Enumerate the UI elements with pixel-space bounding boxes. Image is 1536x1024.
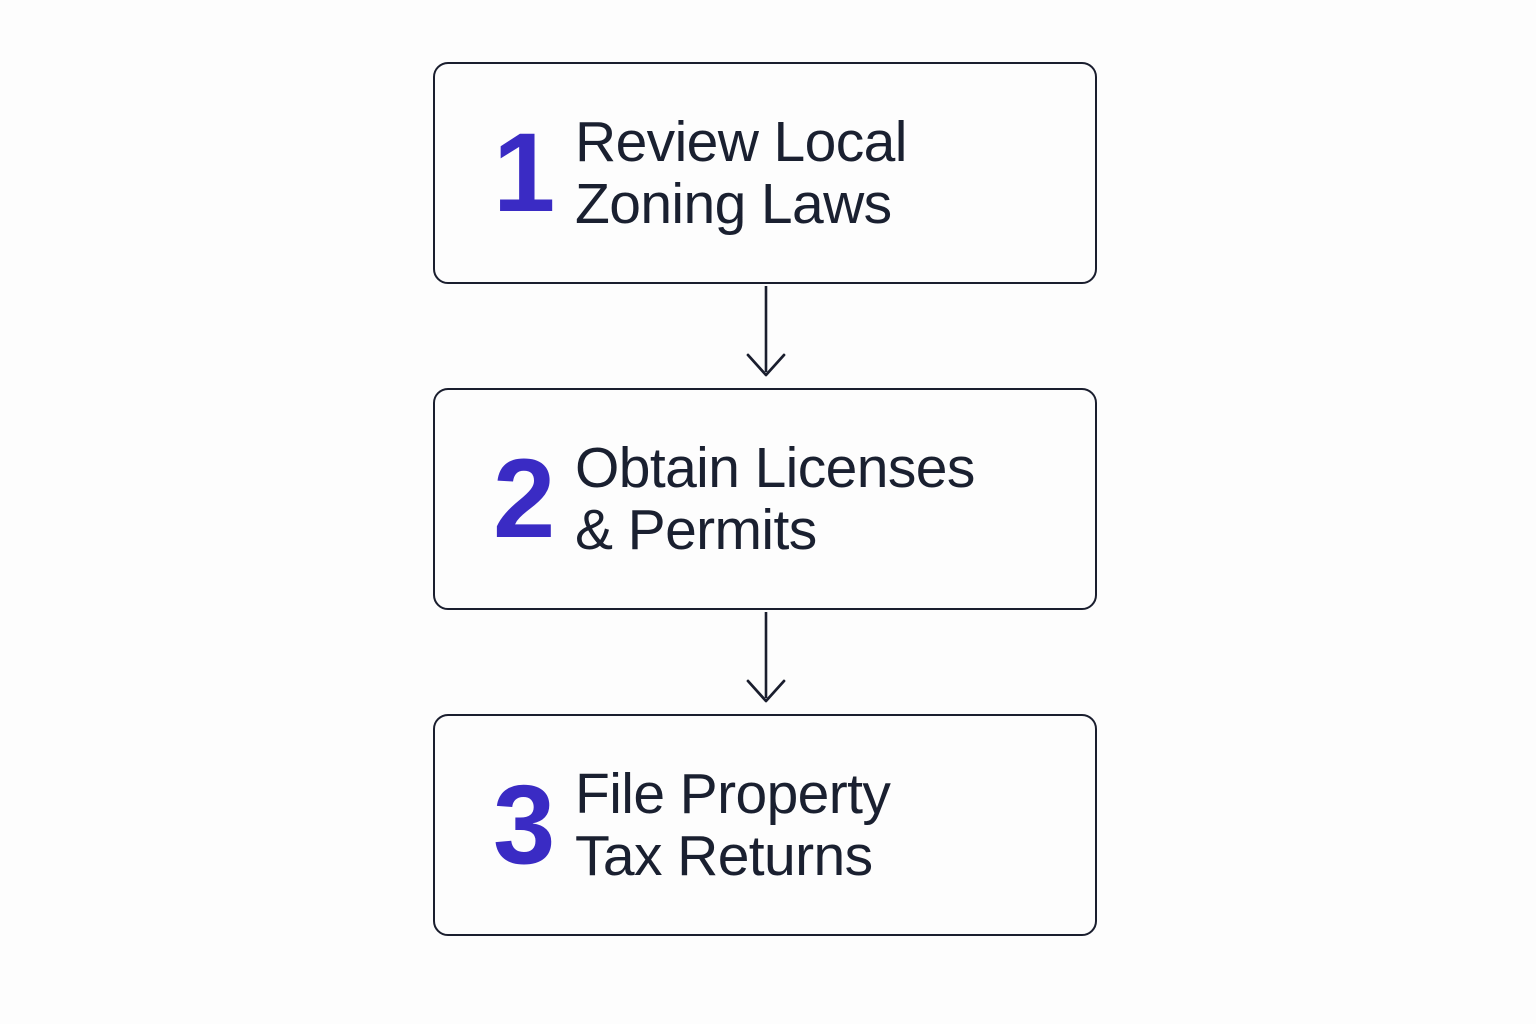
arrow-step2-to-step3 xyxy=(746,612,786,703)
step-number-2: 2 xyxy=(493,436,555,561)
step-number-3: 3 xyxy=(493,762,555,887)
flow-step-3[interactable]: 3 File Property Tax Returns xyxy=(433,714,1097,936)
arrow-step1-to-step2 xyxy=(746,286,786,377)
step-label-1: Review Local Zoning Laws xyxy=(575,109,907,236)
flow-step-1[interactable]: 1 Review Local Zoning Laws xyxy=(433,62,1097,284)
flow-step-2[interactable]: 2 Obtain Licenses & Permits xyxy=(433,388,1097,610)
step-label-2: Obtain Licenses & Permits xyxy=(575,435,975,562)
step-number-1: 1 xyxy=(493,110,555,235)
step-label-3: File Property Tax Returns xyxy=(575,761,891,888)
